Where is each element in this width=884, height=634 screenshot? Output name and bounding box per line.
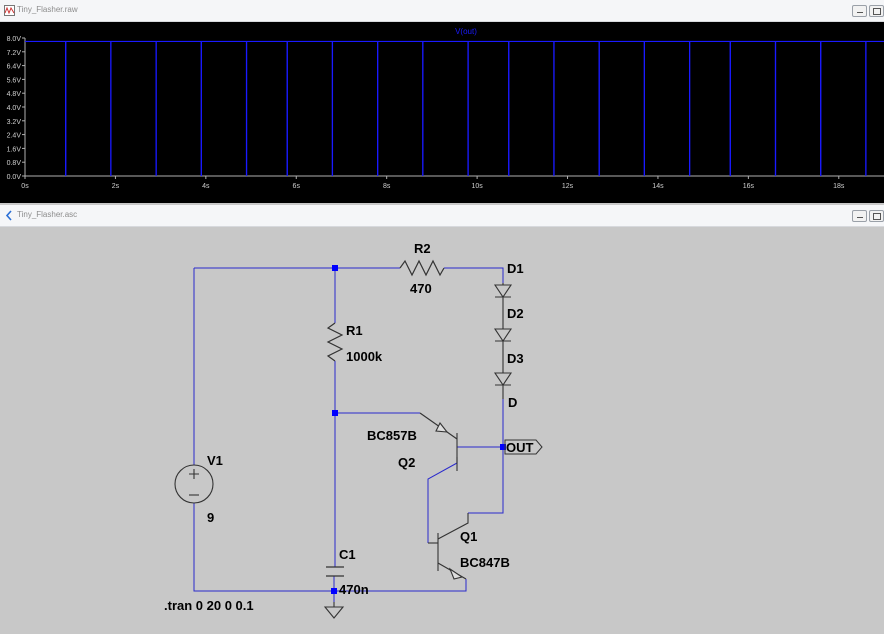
d1-name: D1 xyxy=(507,261,524,276)
x-tick-label: 2s xyxy=(112,183,120,190)
x-tick-label: 16s xyxy=(743,183,755,190)
x-tick-label: 6s xyxy=(293,183,301,190)
v1-value: 9 xyxy=(207,510,214,525)
capacitor-c1[interactable]: C1 470n xyxy=(326,547,369,597)
ground-symbol[interactable] xyxy=(323,602,345,619)
c1-name: C1 xyxy=(339,547,356,562)
schematic-titlebar[interactable]: Tiny_Flasher.asc xyxy=(0,205,884,227)
d2-name: D2 xyxy=(507,306,524,321)
r1-value: 1000k xyxy=(346,349,383,364)
minimize-button[interactable] xyxy=(852,210,867,222)
x-tick-label: 0s xyxy=(21,183,29,190)
d3-name: D3 xyxy=(507,351,524,366)
y-tick-label: 3.2V xyxy=(7,119,22,126)
y-tick-label: 6.4V xyxy=(7,64,22,71)
y-tick-label: 8.0V xyxy=(7,36,22,43)
diode-d2[interactable]: D2 xyxy=(493,306,524,371)
resistor-r2[interactable]: R2 470 xyxy=(399,241,445,296)
y-tick-label: 0.8V xyxy=(7,160,22,167)
out-net-flag[interactable]: OUT xyxy=(504,439,543,455)
d4-name: D xyxy=(508,395,517,410)
waveform-window-title: Tiny_Flasher.raw xyxy=(17,5,78,14)
resistor-r1[interactable]: R1 1000k xyxy=(326,322,383,364)
q1-name: Q1 xyxy=(460,529,477,544)
r2-name: R2 xyxy=(414,241,431,256)
maximize-button[interactable] xyxy=(869,210,884,222)
x-tick-label: 8s xyxy=(383,183,391,190)
r1-name: R1 xyxy=(346,323,363,338)
junction-dots xyxy=(331,265,506,594)
q2-name: Q2 xyxy=(398,455,415,470)
trace-label[interactable]: V(out) xyxy=(455,27,477,36)
x-tick-label: 14s xyxy=(652,183,664,190)
y-tick-label: 4.0V xyxy=(7,105,22,112)
spice-directive[interactable]: .tran 0 20 0 0.1 xyxy=(164,598,254,613)
x-tick-label: 4s xyxy=(202,183,210,190)
trace-v-out[interactable] xyxy=(25,40,884,176)
voltage-source-v1[interactable]: V1 9 xyxy=(174,453,223,525)
schematic-window[interactable]: Tiny_Flasher.asc xyxy=(0,205,884,634)
x-tick-label: 18s xyxy=(833,183,845,190)
y-tick-label: 0.0V xyxy=(7,174,22,181)
r2-value: 470 xyxy=(410,281,432,296)
wires xyxy=(193,267,504,602)
maximize-button[interactable] xyxy=(869,5,884,17)
waveform-window[interactable]: Tiny_Flasher.raw V(out) 8.0V 7.2V 6.4V 5.6V… xyxy=(0,0,884,203)
out-label: OUT xyxy=(506,440,534,455)
v1-name: V1 xyxy=(207,453,223,468)
transistor-q2[interactable]: BC857B Q2 xyxy=(367,412,458,471)
minimize-button[interactable] xyxy=(852,5,867,17)
diode-d1[interactable]: D1 xyxy=(493,261,524,325)
y-tick-label: 5.6V xyxy=(7,77,22,84)
y-tick-label: 1.6V xyxy=(7,146,22,153)
y-tick-label: 7.2V xyxy=(7,50,22,57)
schematic-app-icon xyxy=(5,210,12,221)
transistor-q1[interactable]: Q1 BC847B xyxy=(428,513,510,580)
diode-d3[interactable]: D3 xyxy=(493,351,524,399)
schematic-window-title: Tiny_Flasher.asc xyxy=(17,210,78,219)
q2-model: BC857B xyxy=(367,428,417,443)
y-tick-label: 2.4V xyxy=(7,133,22,140)
waveform-plot[interactable]: V(out) 8.0V 7.2V 6.4V 5.6V 4.8V 4.0V 3.2V 2.4V 1… xyxy=(0,22,884,203)
q1-model: BC847B xyxy=(460,555,510,570)
x-tick-label: 10s xyxy=(471,183,483,190)
schematic-canvas[interactable]: R2 470 R1 1000k D1 D2 D3 D OUT xyxy=(0,227,884,634)
waveform-app-icon xyxy=(4,5,15,16)
y-tick-label: 4.8V xyxy=(7,91,22,98)
waveform-titlebar[interactable]: Tiny_Flasher.raw xyxy=(0,0,884,22)
x-tick-label: 12s xyxy=(562,183,574,190)
c1-value: 470n xyxy=(339,582,369,597)
